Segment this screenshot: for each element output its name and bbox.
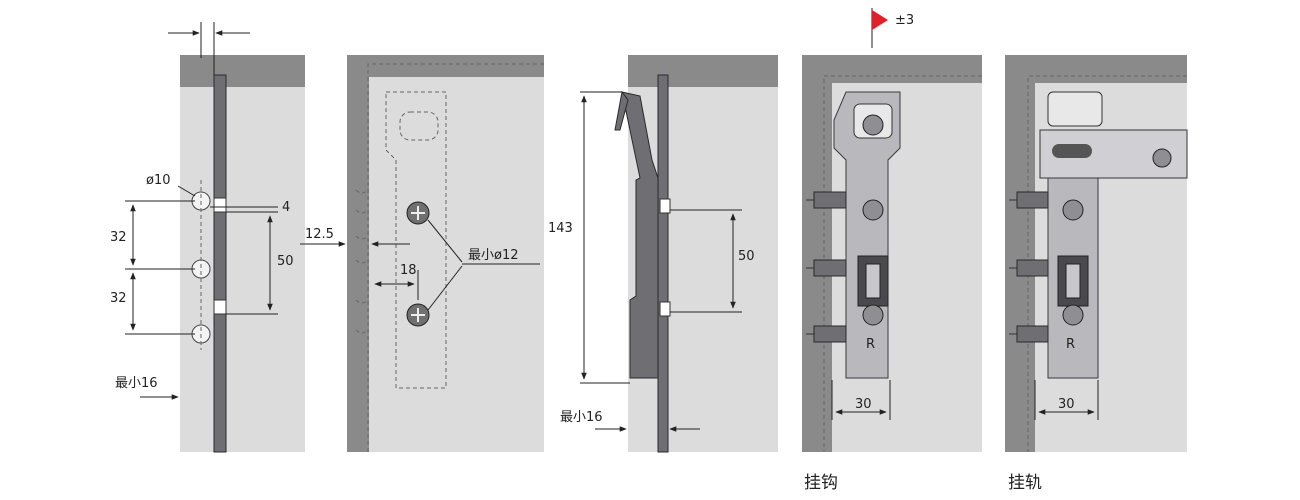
- hanging-rail: [1039, 129, 1188, 179]
- screw-lower: [406, 303, 430, 327]
- bracket-outline: [385, 91, 447, 389]
- hole-diameter-label: ø10: [146, 173, 171, 188]
- cabinet-wall-2: [347, 55, 369, 452]
- bracket-slot-outline: [399, 111, 439, 141]
- screw-label: 最小ø12: [468, 248, 519, 263]
- min-thickness-label-3: 最小16: [560, 410, 603, 425]
- hanger-profile: [621, 91, 659, 379]
- screw-upper: [406, 201, 430, 225]
- mount-screw-upper-icon: [862, 199, 884, 221]
- height-label: 143: [548, 221, 573, 236]
- cabinet-top-panel-5: [1005, 55, 1187, 83]
- wall-dowels: [806, 191, 847, 343]
- side-mark: R: [866, 337, 875, 352]
- diagram-5-rail: R 30 挂轨: [1005, 55, 1188, 493]
- slot-bottom-3: [659, 301, 671, 317]
- diagram-4-hook: ±3 R 30 挂钩: [802, 8, 982, 493]
- mount-screw-upper-5-icon: [1062, 199, 1084, 221]
- hanger-hook: [614, 90, 629, 131]
- cabinet-top-panel-2: [347, 55, 544, 77]
- rail-slot: [1052, 144, 1092, 158]
- span-label-3: 50: [738, 249, 755, 264]
- adjust-label: ±3: [895, 13, 914, 28]
- spacing-label-1: 32: [110, 230, 127, 245]
- caption-hook: 挂钩: [804, 473, 838, 493]
- spacing-label-2: 32: [110, 291, 127, 306]
- diagram-2-screw-position: 12.5 18 最小ø12: [300, 55, 544, 452]
- span-label: 50: [277, 254, 294, 269]
- cabinet-wall-5: [1005, 55, 1035, 452]
- adjust-screw-icon: [862, 114, 884, 136]
- min-thickness-label: 最小16: [115, 376, 158, 391]
- wall-dowels-5: [1009, 191, 1049, 343]
- width-label-4: 30: [855, 397, 872, 412]
- depth-label: 18: [400, 263, 417, 278]
- caption-rail: 挂轨: [1008, 473, 1042, 493]
- drill-holes: [191, 180, 211, 350]
- cabinet-top-panel: [180, 55, 305, 87]
- offset-label: 12.5: [305, 227, 334, 242]
- adjust-flag-icon: [872, 10, 888, 30]
- side-mark-5: R: [1066, 337, 1075, 352]
- gap-label: 4: [282, 200, 290, 215]
- cabinet-top-panel-3: [628, 55, 778, 87]
- diagram-3-side-profile: 143 50 最小16: [548, 55, 778, 453]
- rail-screw-icon: [1152, 148, 1172, 168]
- diagram-1-drilling: ø10 4 32 32 50 最小16: [110, 22, 305, 453]
- mounting-rail-3: [657, 74, 669, 453]
- mounting-rail: [213, 74, 227, 453]
- mount-screw-lower-5-icon: [1062, 304, 1084, 326]
- width-label-5: 30: [1058, 397, 1075, 412]
- slot-top: [213, 197, 227, 213]
- cabinet-wall-4: [802, 55, 832, 452]
- slot-bottom: [213, 299, 227, 315]
- slot-top-3: [659, 198, 671, 214]
- mount-screw-lower-icon: [862, 304, 884, 326]
- rail-clamp: [1047, 91, 1103, 127]
